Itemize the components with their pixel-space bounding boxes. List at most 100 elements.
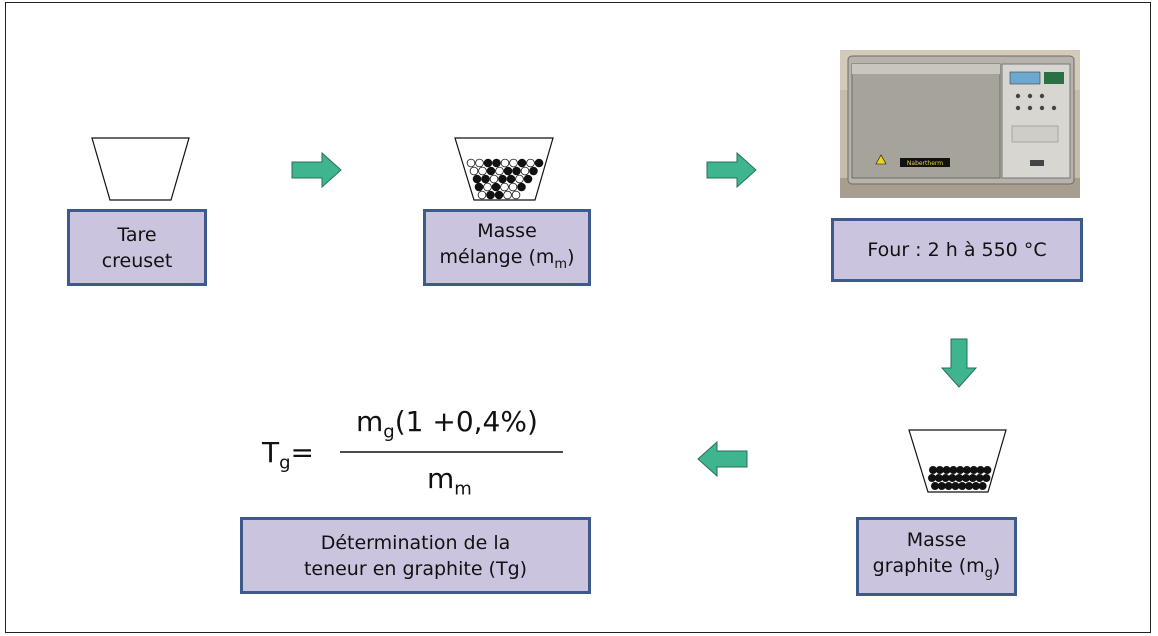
mixture-line2: mélange (mm) [440,244,575,278]
formula-lhs: Tg= [262,436,314,474]
arrow-right-1 [291,151,342,189]
sand-particle [478,166,487,176]
formula-num-rest: (1 +0,4%) [394,405,538,438]
step-oven: Four : 2 h à 550 °C [831,218,1083,282]
graphite-line1: Masse [906,528,967,551]
step-tare-crucible: Tare creuset [67,209,207,286]
graphite-particle [492,158,501,168]
graphite-particle [955,473,964,482]
graphite-particle [948,473,957,482]
formula-equals: = [290,436,315,469]
graphite-particle [969,465,978,474]
formula-numerator: mg(1 +0,4%) [356,405,538,443]
formula-lhs-sub: g [279,452,291,474]
mixture-line2-sub: m [554,256,568,272]
sand-particle [495,166,504,176]
graphite-particle [951,481,960,490]
graphite-particle [934,473,943,482]
graphite-particle [486,166,496,176]
graphite-line2: graphite (mg) [873,553,1001,587]
formula-num-main: m [356,405,384,438]
sand-particle [508,182,518,192]
formula-num-sub: g [383,421,395,443]
arrow-left [697,440,748,478]
arrow-down [940,338,978,388]
mixture-line2-prefix: mélange (m [439,245,555,268]
graphite-particle [958,481,967,490]
arrow-right-2 [706,151,757,189]
graphite-particle [962,473,971,482]
graphite-crucible-icon [908,429,1007,493]
sand-particle [469,166,479,176]
sand-particle [466,158,476,168]
oven-brand-text: Nabertherm [907,160,943,167]
graphite-particle [949,465,958,474]
graphite-particle [483,158,493,168]
graphite-line2-suffix: ) [992,554,1001,577]
graphite-particle [975,473,984,482]
graphite-line2-prefix: graphite (m [872,554,985,577]
formula-lhs-main: T [262,436,280,469]
graphite-particle [929,465,938,474]
sand-particle [511,190,521,200]
formula-den-main: m [427,462,455,495]
graphite-particle [491,182,501,192]
graphite-particle [942,465,951,474]
graphite-particle [472,174,482,184]
sand-particle [475,158,484,168]
graphite-particle [498,174,507,184]
graphite-particle [941,473,950,482]
sand-particle [483,182,492,192]
sand-particle [515,174,524,184]
determination-line2: teneur en graphite (Tg) [303,557,528,580]
empty-crucible-icon [91,137,190,201]
graphite-particle [982,473,991,482]
oven-photo: Nabertherm [840,50,1080,198]
mixture-line2-suffix: ) [567,245,575,268]
graphite-particle [534,158,544,168]
sand-particle [477,190,487,200]
graphite-particle [503,166,513,176]
formula-denominator: mm [427,462,472,500]
determination-line1: Détermination de la [320,531,511,554]
tare-line2: creuset [101,249,173,272]
sand-particle [500,182,509,192]
graphite-particle [931,481,940,490]
tare-line1: Tare [117,223,157,246]
graphite-particle [512,166,521,176]
graphite-particle [971,481,980,490]
graphite-particle [978,481,987,490]
sand-particle [489,174,499,184]
step-determination: Détermination de la teneur en graphite (… [240,517,591,594]
mixture-line1: Masse [477,219,537,242]
oven-label: Four : 2 h à 550 °C [867,239,1047,261]
graphite-particle [928,473,937,482]
sand-particle [520,166,530,176]
sand-particle [500,158,510,168]
graphite-particle [506,174,516,184]
formula-den-sub: m [454,478,472,500]
graphite-particle [935,465,944,474]
graphite-particle [965,481,974,490]
graphite-particle [517,158,527,168]
graphite-particle [944,481,953,490]
graphite-particle [486,190,495,200]
sand-particle [509,158,518,168]
graphite-particle [481,174,490,184]
graphite-particle [956,465,965,474]
graphite-particle [517,182,526,192]
graphite-particle [963,465,972,474]
mixture-crucible-icon [454,137,554,201]
graphite-particle [968,473,977,482]
diagram-frame [5,2,1151,633]
sand-particle [503,190,512,200]
graphite-particle [983,465,992,474]
graphite-particle [494,190,504,200]
step-graphite-mass: Masse graphite (mg) [856,517,1017,596]
sand-particle [526,158,535,168]
graphite-line2-sub: g [984,565,993,581]
step-mixture-mass: Masse mélange (mm) [423,209,591,286]
graphite-particle [523,174,533,184]
graphite-particle [474,182,484,192]
